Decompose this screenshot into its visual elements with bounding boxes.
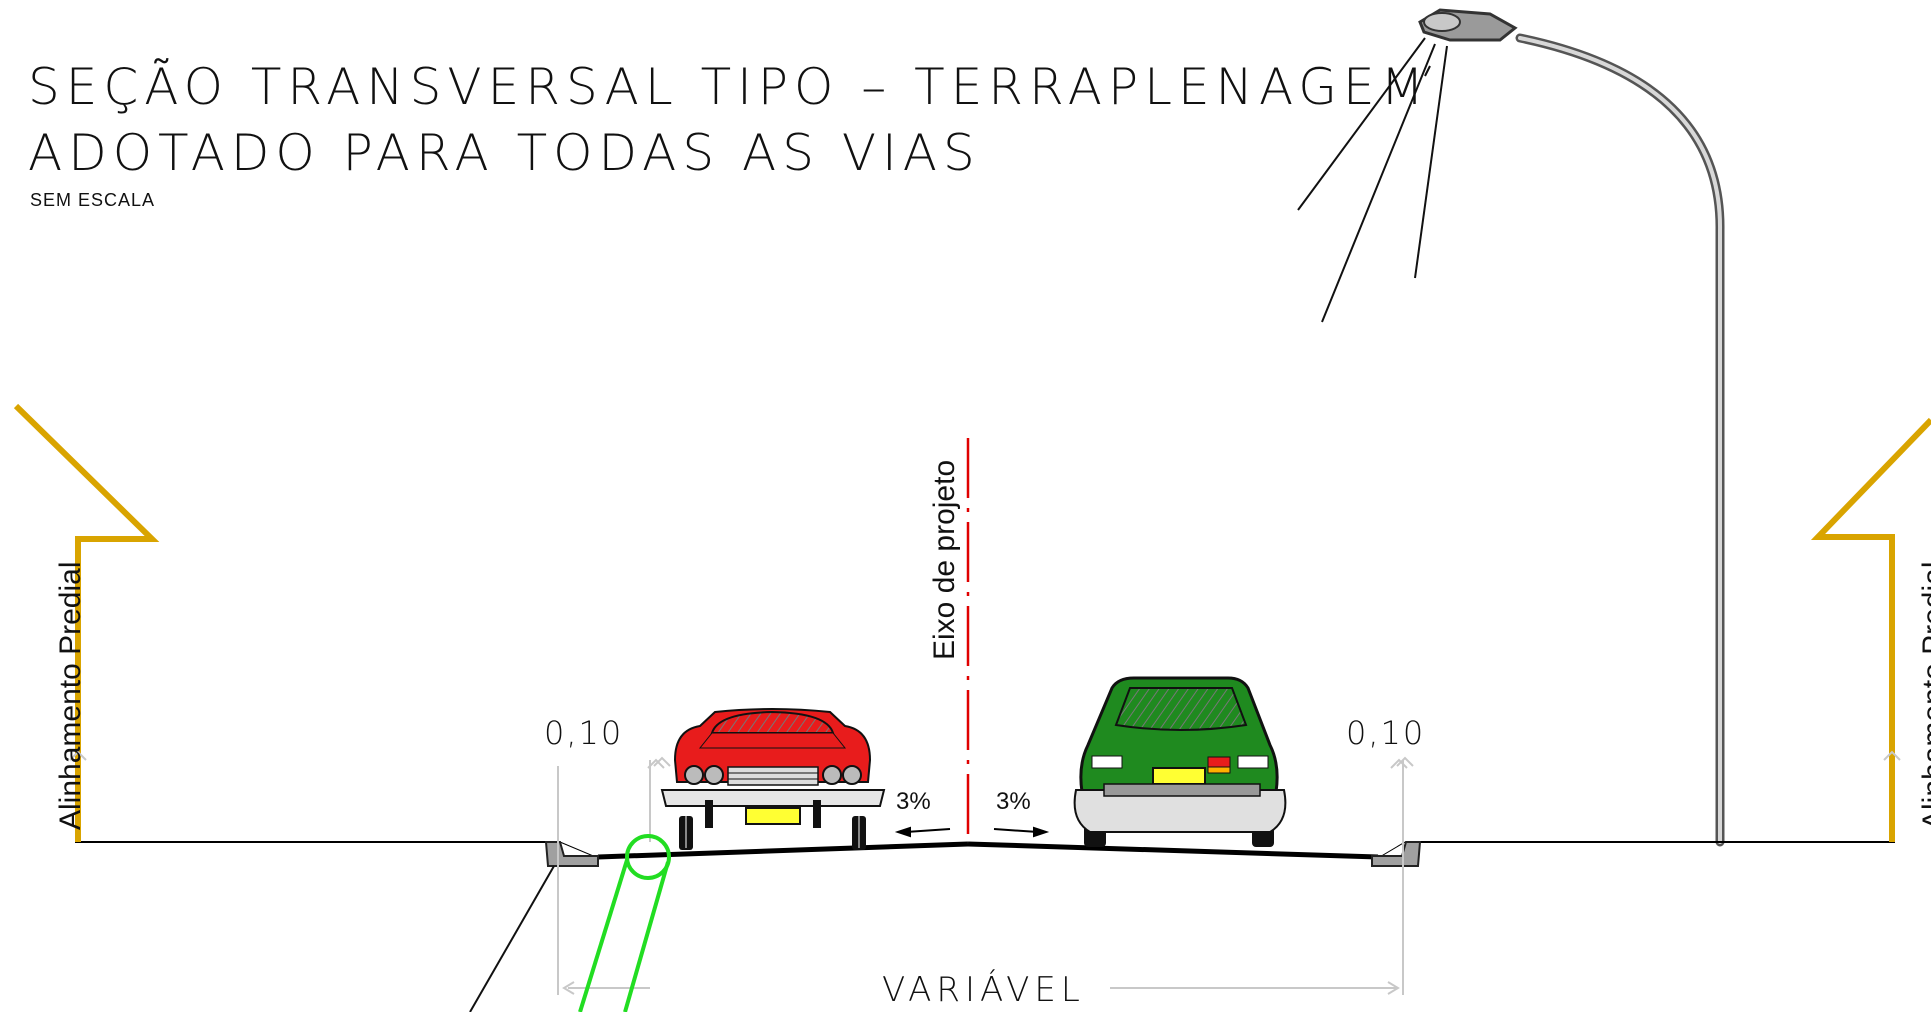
property-line-left [13, 403, 160, 842]
drawing-title: SEÇÃO TRANSVERSAL TIPO – TERRAPLENAGEM [28, 58, 1430, 116]
light-ray [1297, 37, 1426, 211]
leader-line [469, 865, 555, 1012]
width-dimension: VARIÁVEL [876, 970, 1091, 1010]
dimension-lines [557, 756, 1414, 995]
car-left [660, 708, 886, 850]
pavement [544, 841, 1422, 867]
drawing-subtitle: ADOTADO PARA TODAS AS VIAS [28, 124, 981, 182]
curb-left-dimension: 0,10 [544, 714, 624, 752]
car-right [1073, 676, 1287, 847]
property-line-right [1810, 417, 1931, 842]
light-ray [1414, 45, 1448, 279]
slope-arrows [894, 826, 1050, 838]
slope-left-label: 3% [896, 788, 931, 815]
curb-left [544, 841, 599, 867]
curb-right-dimension: 0,10 [1346, 714, 1426, 752]
slope-right-label: 3% [996, 788, 1031, 815]
curb-right [1371, 841, 1422, 867]
property-line-left-label: Alinhamento Predial [54, 561, 87, 831]
centerline-label: Eixo de projeto [928, 459, 961, 660]
light-ray [1321, 43, 1436, 323]
scale-note: SEM ESCALA [30, 190, 156, 210]
street-light [1297, 8, 1725, 847]
drain-pipe [578, 834, 671, 1012]
property-line-right-label: Alinhamento Predial [1917, 561, 1931, 831]
